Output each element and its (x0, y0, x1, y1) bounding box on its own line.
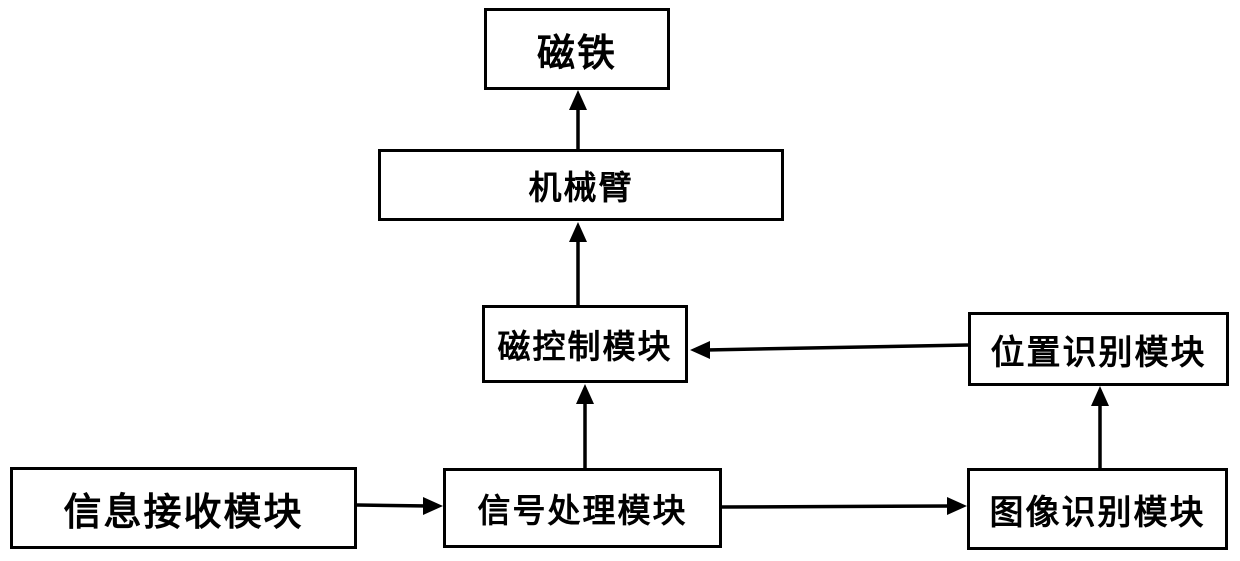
node-image-recognition-module: 图像识别模块 (967, 468, 1228, 550)
node-magnet-control-module-label: 磁控制模块 (497, 328, 673, 365)
arrow-signal-processing-to-image-recognition (721, 497, 967, 515)
node-signal-processing-module: 信号处理模块 (443, 468, 722, 548)
arrow-image-recognition-to-position-recognition (1091, 386, 1109, 468)
node-signal-processing-module-label: 信号处理模块 (477, 492, 688, 529)
node-info-receiving-module: 信息接收模块 (10, 467, 357, 549)
node-magnet-control-module: 磁控制模块 (482, 305, 688, 383)
node-mechanical-arm-label: 机械臂 (528, 169, 634, 206)
arrowhead-up-icon (1091, 386, 1109, 406)
arrow-arm-to-magnet (569, 90, 587, 149)
arrowhead-up-icon (569, 222, 587, 242)
arrowhead-right-icon (423, 497, 443, 515)
arrowhead-left-icon (690, 341, 710, 359)
node-position-recognition-module-label: 位置识别模块 (990, 333, 1207, 372)
arrow-magnet-control-to-arm (569, 222, 587, 305)
arrow-signal-processing-to-magnet-control (576, 384, 594, 468)
arrowhead-up-icon (569, 90, 587, 110)
arrowhead-right-icon (947, 497, 967, 515)
arrow-position-recognition-to-magnet-control (690, 341, 969, 359)
arrow-info-receiving-to-signal-processing (356, 497, 443, 515)
node-magnet: 磁铁 (484, 8, 670, 90)
node-image-recognition-module-label: 图像识别模块 (989, 493, 1206, 532)
node-mechanical-arm: 机械臂 (378, 149, 784, 221)
node-info-receiving-module-label: 信息接收模块 (63, 491, 304, 534)
node-position-recognition-module: 位置识别模块 (968, 312, 1229, 386)
arrowhead-up-icon (576, 384, 594, 404)
node-magnet-label: 磁铁 (536, 32, 617, 75)
